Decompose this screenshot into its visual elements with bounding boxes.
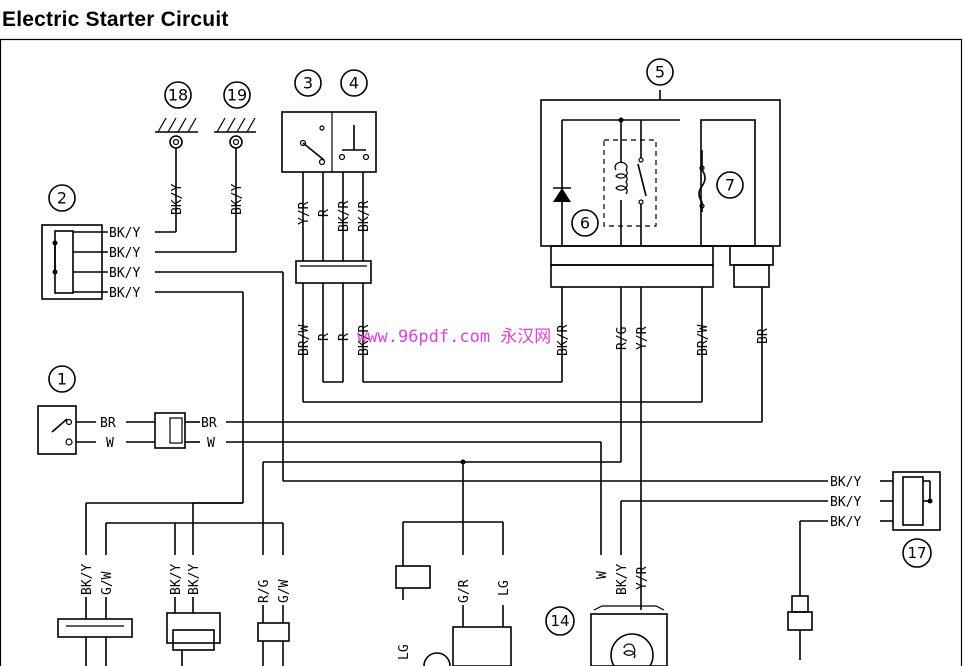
- svg-text:2: 2: [57, 189, 67, 208]
- svg-text:5: 5: [655, 63, 665, 82]
- bottom-connector-e: [452, 605, 512, 666]
- svg-text:6: 6: [580, 214, 590, 233]
- label-bk-r-sw2: BK/R: [357, 201, 372, 232]
- label-br-inline: BR: [201, 416, 217, 431]
- callout-3: 3: [294, 69, 322, 97]
- callout-7: 7: [716, 171, 744, 199]
- connector-17-lead: [787, 595, 813, 660]
- svg-text:1: 1: [57, 370, 67, 389]
- svg-text:4: 4: [349, 74, 359, 93]
- svg-text:14: 14: [550, 612, 569, 630]
- label-bk-y-c2-3: BK/Y: [109, 266, 140, 281]
- callout-6: 6: [571, 209, 599, 237]
- callout-1: 1: [48, 365, 76, 393]
- label-br-w-low: BR/W: [297, 325, 312, 356]
- watermark: www.96pdf.com 永汉网: [357, 327, 551, 347]
- svg-text:7: 7: [725, 176, 735, 195]
- starter-relay-14: [590, 605, 668, 666]
- label-w-inline: W: [207, 436, 215, 451]
- label-y-r-14: Y/R: [635, 566, 650, 590]
- callout-18: 18: [164, 81, 192, 109]
- label-br-w-relay: BR/W: [696, 325, 711, 356]
- label-g-r-e: G/R: [457, 579, 472, 603]
- callout-17: 17: [902, 538, 932, 568]
- bottom-connector-b: [166, 597, 221, 666]
- svg-text:17: 17: [907, 544, 926, 562]
- label-r-g-c: R/G: [257, 579, 272, 603]
- bottom-connector-d: [395, 565, 431, 600]
- label-bk-y-19: BK/Y: [230, 184, 245, 215]
- label-bk-r-low: BK/R: [357, 325, 372, 356]
- label-bk-y-c2-2: BK/Y: [109, 246, 140, 261]
- label-w-sw1: W: [106, 436, 114, 451]
- ground-19: [155, 117, 256, 253]
- switch-3-4: [281, 111, 377, 173]
- label-bk-y-c2-1: BK/Y: [109, 226, 140, 241]
- label-r-g-relay: R/G: [615, 326, 630, 350]
- connector-inline-1: [154, 412, 186, 449]
- label-bk-r-relay: BK/R: [556, 325, 571, 356]
- callout-4: 4: [340, 69, 368, 97]
- diagram-frame: [0, 38, 963, 666]
- label-lg-e: LG: [497, 580, 512, 596]
- label-bk-y-18: BK/Y: [170, 184, 185, 215]
- callout-2: 2: [48, 184, 76, 212]
- label-y-r-relay: Y/R: [635, 326, 650, 350]
- label-bk-y-14: BK/Y: [615, 564, 630, 595]
- label-br-relay: BR: [756, 328, 771, 344]
- label-bk-y-a: BK/Y: [80, 564, 95, 595]
- vertical-wire-labels: BK/Y BK/Y Y/R R BK/R BK/R BR/W R R BK/R …: [80, 184, 771, 660]
- page-title: Electric Starter Circuit: [2, 8, 229, 31]
- label-r-low2: R: [337, 333, 352, 341]
- label-bk-y-17-2: BK/Y: [830, 495, 861, 510]
- switch-1: [37, 405, 96, 455]
- svg-text:19: 19: [227, 86, 247, 105]
- callout-19: 19: [223, 81, 251, 109]
- ground-18: [155, 117, 198, 233]
- switch-connector: [295, 260, 372, 284]
- label-r-low1: R: [317, 333, 332, 341]
- horizontal-wire-labels: BK/Y BK/Y BK/Y BK/Y BR W BR W BK/Y BK/Y …: [100, 226, 861, 530]
- label-lg-d: LG: [397, 644, 412, 660]
- label-w-14: W: [595, 571, 610, 579]
- connector-17: [892, 471, 941, 531]
- bottom-connector-c: [257, 605, 290, 666]
- callout-14: 14: [545, 606, 575, 636]
- svg-text:18: 18: [168, 86, 188, 105]
- label-bk-r-sw1: BK/R: [337, 201, 352, 232]
- callout-partial: [423, 652, 451, 666]
- connector-2: [41, 224, 108, 300]
- relay-box-5: [540, 90, 781, 288]
- label-br-sw1: BR: [100, 416, 116, 431]
- bottom-connector-a: [57, 597, 133, 666]
- label-bk-y-17-1: BK/Y: [830, 475, 861, 490]
- label-y-r-sw: Y/R: [297, 201, 312, 225]
- label-g-w-c: G/W: [277, 579, 292, 603]
- svg-text:3: 3: [303, 74, 313, 93]
- callout-5: 5: [646, 58, 674, 86]
- label-bk-y-17-3: BK/Y: [830, 515, 861, 530]
- label-bk-y-b1: BK/Y: [169, 564, 184, 595]
- label-g-w-a: G/W: [100, 571, 115, 595]
- label-bk-y-c2-4: BK/Y: [109, 286, 140, 301]
- label-bk-y-b2: BK/Y: [187, 564, 202, 595]
- label-r-sw: R: [317, 209, 332, 217]
